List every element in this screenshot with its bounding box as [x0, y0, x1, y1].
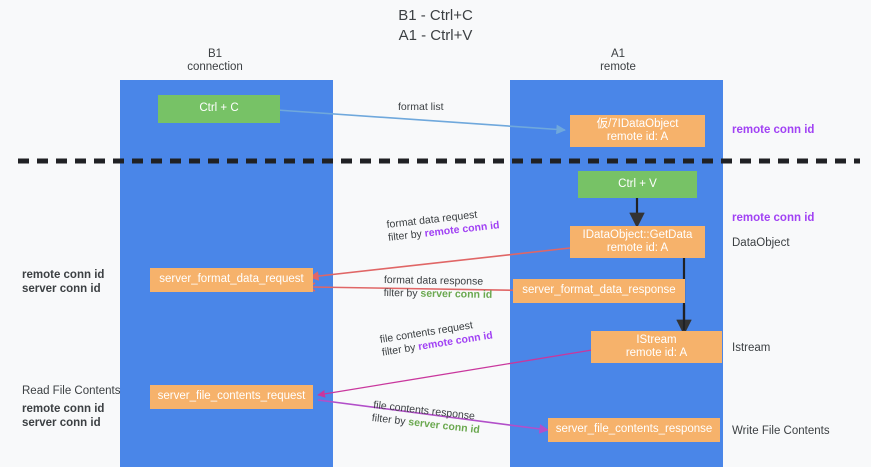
node-server-format-data-request-label: server_format_data_request — [159, 273, 304, 286]
node-getdata-sub: remote id: A — [606, 242, 669, 254]
note-bottom-server-conn-id: server conn id — [22, 417, 101, 429]
note-bottom-remote-conn-id: remote conn id — [22, 403, 105, 415]
filter-prefix: filter by — [383, 286, 421, 300]
column-b1-role: connection — [187, 61, 243, 73]
edge-format-data-response-filter: filter by server conn id — [384, 287, 493, 302]
arrow-file-contents-request — [317, 349, 593, 398]
note-remote-conn-id-mid: remote conn id — [732, 212, 815, 224]
node-idataobject[interactable]: 仮/7IDataObject remote id: A — [570, 115, 705, 147]
edge-caption-format-data-response: format data response filter by server co… — [384, 274, 493, 302]
node-istream-label: IStream — [636, 333, 677, 346]
node-idataobject-getdata[interactable]: IDataObject::GetData remote id: A — [570, 226, 705, 258]
node-ctrl-c[interactable]: Ctrl + C — [158, 95, 280, 123]
column-a1-name: A1 — [610, 48, 626, 60]
filter-key-server-conn-id: server conn id — [420, 287, 493, 301]
note-remote-conn-id-top: remote conn id — [732, 124, 815, 136]
node-server-format-data-response[interactable]: server_format_data_response — [513, 279, 685, 303]
node-server-format-data-request[interactable]: server_format_data_request — [150, 268, 313, 292]
node-server-file-contents-request-label: server_file_contents_request — [157, 390, 306, 403]
edge-format-list-text: format list — [398, 101, 444, 113]
node-server-format-data-response-label: server_format_data_response — [522, 284, 676, 297]
note-write-file-contents: Write File Contents — [732, 425, 830, 437]
column-b1-name: B1 — [207, 48, 223, 60]
node-getdata-label: IDataObject::GetData — [582, 228, 693, 241]
title-line-1: B1 - Ctrl+C — [398, 7, 473, 24]
node-server-file-contents-response[interactable]: server_file_contents_response — [548, 418, 720, 442]
page-title: B1 - Ctrl+C A1 - Ctrl+V — [0, 6, 871, 46]
note-dataobject: DataObject — [732, 237, 790, 249]
node-server-file-contents-request[interactable]: server_file_contents_request — [150, 385, 313, 409]
node-istream-sub: remote id: A — [625, 347, 688, 359]
edge-caption-format-list: format list — [398, 101, 444, 114]
node-ctrl-c-label: Ctrl + C — [199, 102, 239, 115]
column-a1-role: remote — [600, 61, 636, 73]
arrow-format-list — [276, 109, 566, 135]
title-line-2: A1 - Ctrl+V — [398, 27, 473, 44]
node-ctrl-v-label: Ctrl + V — [618, 177, 657, 190]
node-ctrl-v[interactable]: Ctrl + V — [578, 171, 697, 198]
node-idataobject-sub: remote id: A — [606, 131, 669, 143]
note-mid-remote-conn-id: remote conn id — [22, 269, 105, 281]
node-idataobject-label: 仮/7IDataObject — [596, 117, 679, 130]
note-read-file-contents: Read File Contents — [22, 385, 121, 397]
arrow-file-contents-response — [317, 399, 549, 434]
column-header-b1: B1 connection — [150, 48, 280, 74]
arrow-format-data-request — [309, 247, 571, 281]
node-istream[interactable]: IStream remote id: A — [591, 331, 722, 363]
column-header-a1: A1 remote — [553, 48, 683, 74]
note-mid-server-conn-id: server conn id — [22, 283, 101, 295]
note-istream: Istream — [732, 342, 771, 354]
node-server-file-contents-response-label: server_file_contents_response — [555, 423, 713, 436]
